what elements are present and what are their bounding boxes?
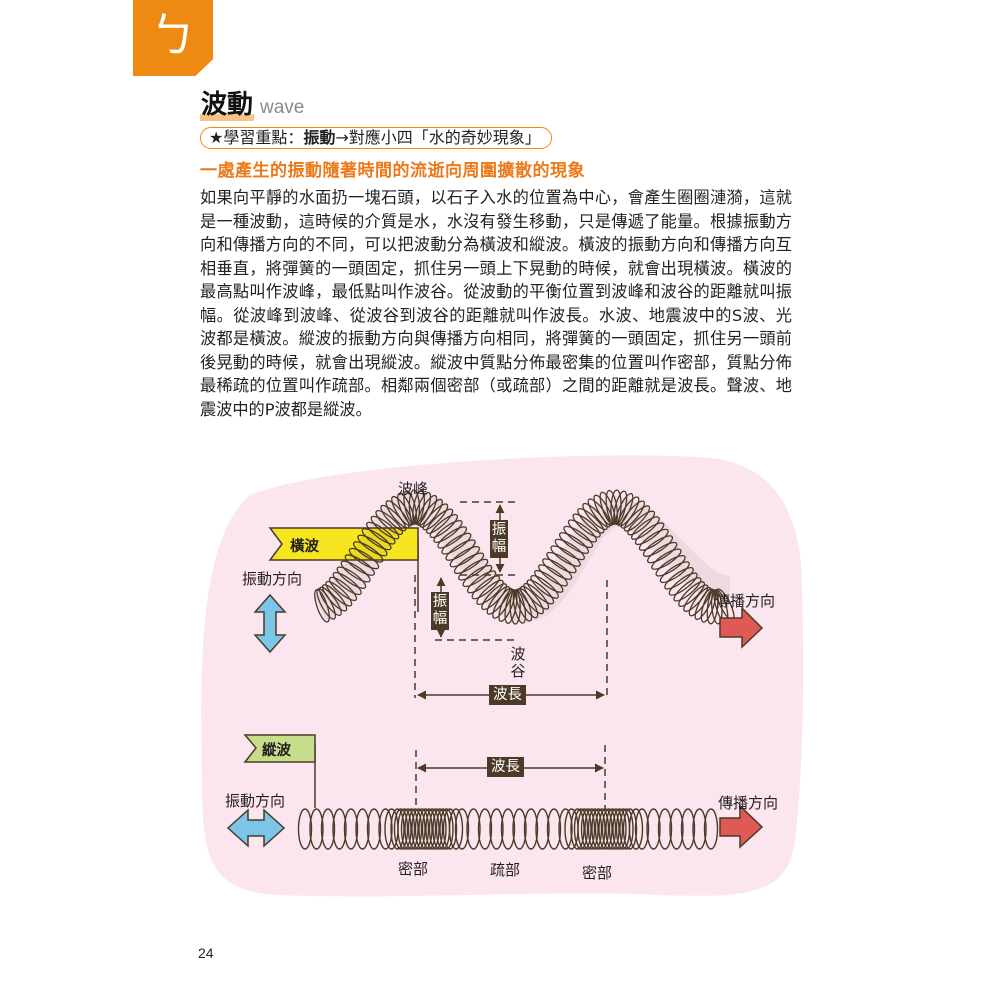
key-point-suffix: →對應小四「水的奇妙現象」 — [335, 128, 541, 147]
compression-label-1: 密部 — [398, 860, 429, 878]
longitudinal-propagation-arrow — [719, 804, 764, 849]
transverse-vibration-label: 振動方向 — [242, 570, 303, 588]
transverse-vibration-arrow — [253, 593, 287, 654]
page-number: 24 — [198, 945, 214, 961]
amplitude-tag-lower: 振幅 — [431, 592, 449, 630]
longitudinal-propagation-label: 傳播方向 — [718, 794, 779, 812]
body-text: 如果向平靜的水面扔一塊石頭，以石子入水的位置為中心，會產生圈圈漣漪，這就是一種波… — [200, 186, 792, 421]
longitudinal-wavelength-tag: 波長 — [487, 757, 524, 777]
section-subtitle: 一處產生的振動隨著時間的流逝向周圍擴散的現象 — [200, 161, 585, 181]
transverse-wavelength-tag: 波長 — [489, 685, 526, 705]
transverse-propagation-arrow — [719, 606, 764, 649]
title-chinese: 波動 — [200, 84, 255, 121]
transverse-flag-label: 橫波 — [290, 539, 319, 555]
crest-label: 波峰 — [398, 480, 429, 498]
compression-label-2: 密部 — [582, 864, 613, 882]
diagram-graphics — [201, 455, 804, 897]
trough-label: 波谷 — [510, 645, 526, 680]
key-point-prefix: ★學習重點： — [209, 128, 304, 147]
title-english: wave — [260, 97, 305, 118]
longitudinal-vibration-arrow — [226, 808, 286, 848]
transverse-propagation-label: 傳播方向 — [715, 592, 776, 610]
chapter-tab: ㄅ — [133, 0, 213, 76]
wave-diagram: 橫波 振動方向 波峰 振幅 振幅 波谷 波長 傳播方向 縱波 振動方向 波長 傳… — [190, 450, 810, 920]
longitudinal-flag — [243, 734, 316, 763]
key-point-topic: 振動 — [303, 128, 336, 147]
longitudinal-vibration-label: 振動方向 — [225, 792, 286, 810]
page-title: 波動 wave — [200, 84, 304, 121]
longitudinal-flag-label: 縱波 — [262, 743, 291, 759]
amplitude-tag-upper: 振幅 — [490, 520, 508, 558]
key-point-box: ★學習重點：振動→對應小四「水的奇妙現象」 — [200, 127, 552, 149]
chapter-glyph: ㄅ — [150, 8, 196, 62]
body-paragraph: 如果向平靜的水面扔一塊石頭，以石子入水的位置為中心，會產生圈圈漣漪，這就是一種波… — [200, 188, 792, 419]
rarefaction-label: 疏部 — [490, 861, 521, 879]
